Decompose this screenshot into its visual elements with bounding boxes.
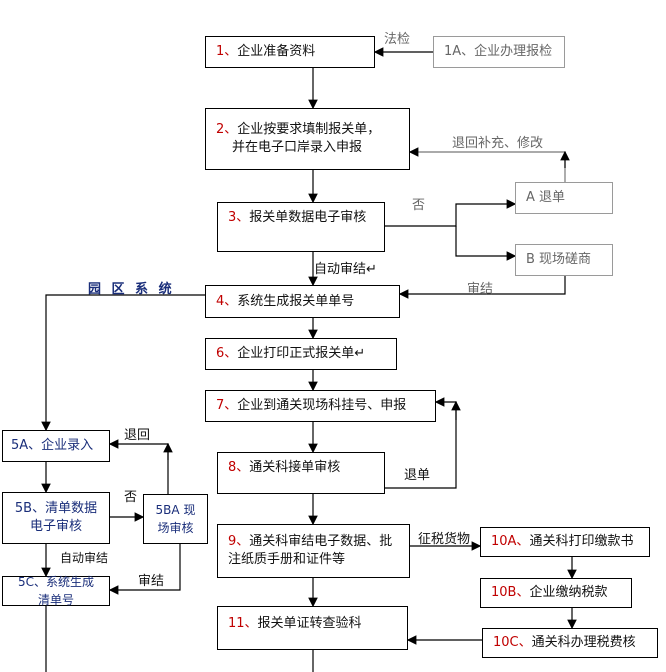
step-1a-num: 1A、 xyxy=(444,44,475,59)
label-zidong-shenjie: 自动审结↵ xyxy=(314,262,377,277)
step-8-box: 8、 通关科接单审核 xyxy=(217,452,385,494)
step-5b-text2: 电子审核 xyxy=(29,519,82,534)
step-8-num: 8、 xyxy=(228,460,250,475)
step-6-box: 6、 企业打印正式报关单↵ xyxy=(205,338,397,370)
step-5b-box: 5B、清单数据 电子审核 xyxy=(2,492,110,544)
step-5c-box: 5C、系统生成 清单号 xyxy=(2,575,110,607)
step-3-num: 3、 xyxy=(228,210,250,225)
step-2-text: 企业按要求填制报关单， xyxy=(237,122,381,137)
step-3-text: 报关单数据电子审核 xyxy=(249,210,367,225)
step-5c-text: 5C、系统生成 xyxy=(17,575,94,589)
label-fou: 否 xyxy=(412,198,426,213)
label-tuihui: 退回 xyxy=(124,428,151,443)
arrow-3-to-b xyxy=(455,226,517,261)
step-10a-text: 通关科打印缴款书 xyxy=(529,534,634,549)
step-3-box: 3、 报关单数据电子审核 xyxy=(217,202,385,252)
label-zidong-shenjie2: 自动审结 xyxy=(60,551,109,565)
arrow-3-to-a xyxy=(385,199,517,227)
arrow-a-to-2 xyxy=(408,147,566,182)
label-tuidan: 退单 xyxy=(404,468,431,483)
step-7-num: 7、 xyxy=(216,398,238,413)
step-10a-box: 10A、 通关科打印缴款书 xyxy=(480,527,650,557)
step-5ba-text2: 场审核 xyxy=(157,521,194,535)
step-b-box: B 现场磋商 xyxy=(515,244,613,276)
step-1-box: 1、 企业准备资料 xyxy=(205,36,375,68)
step-10c-box: 10C、 通关科办理税费核 xyxy=(482,628,658,658)
step-9-num: 9、 xyxy=(228,534,250,549)
step-5a-text: 企业录入 xyxy=(41,438,94,453)
step-10b-text: 企业缴纳税款 xyxy=(529,585,608,600)
step-b-text: B 现场磋商 xyxy=(526,252,592,267)
label-tuihui-buchong: 退回补充、修改 xyxy=(452,136,544,151)
step-4-num: 4、 xyxy=(216,293,238,309)
step-4-text: 系统生成报关单单号 xyxy=(237,293,355,309)
step-7-text: 企业到通关现场科挂号、申报 xyxy=(237,398,407,413)
step-9-box: 9、通关科审结电子数据、批 注纸质手册和证件等 xyxy=(217,524,410,578)
label-shenjie: 审结 xyxy=(467,282,494,297)
step-11-box: 11、 报关单证转查验科 xyxy=(217,606,408,650)
step-10a-num: 10A、 xyxy=(491,534,530,549)
step-2-box: 2、企业按要求填制报关单， 并在电子口岸录入申报 xyxy=(205,108,410,170)
label-fajian: 法检 xyxy=(384,32,411,47)
step-5ba-box: 5BA 现 场审核 xyxy=(143,494,208,544)
step-7-box: 7、 企业到通关现场科挂号、申报 xyxy=(205,390,436,422)
step-10c-text: 通关科办理税费核 xyxy=(531,635,636,650)
step-1a-box: 1A、 企业办理报检 xyxy=(433,36,565,68)
step-9-text: 通关科审结电子数据、批 xyxy=(249,534,393,549)
step-5b-text: 5B、清单数据 xyxy=(14,501,98,516)
step-11-num: 11、 xyxy=(228,616,258,631)
step-2-num: 2、 xyxy=(216,122,238,137)
step-8-text: 通关科接单审核 xyxy=(249,460,341,475)
arrow-8-to-7 xyxy=(385,397,457,489)
step-5c-text2: 清单号 xyxy=(37,593,74,607)
label-yuanqu: 园 区 系 统 xyxy=(88,282,175,297)
step-10b-num: 10B、 xyxy=(491,585,530,600)
label-zhengshui: 征税货物 xyxy=(418,532,471,547)
arrow-5ba-to-5a xyxy=(108,439,169,494)
step-4-box: 4、 系统生成报关单单号 xyxy=(205,285,400,318)
step-a-text: A 退单 xyxy=(526,190,566,205)
step-1-num: 1、 xyxy=(216,44,238,59)
step-5ba-text: 5BA 现 xyxy=(155,503,196,517)
step-10b-box: 10B、 企业缴纳税款 xyxy=(480,578,632,608)
label-fou2: 否 xyxy=(124,490,138,505)
step-2-text2: 并在电子口岸录入申报 xyxy=(232,140,363,155)
step-11-text: 报关单证转查验科 xyxy=(257,616,362,631)
step-5a-num: 5A、 xyxy=(11,438,42,453)
step-6-text: 企业打印正式报关单↵ xyxy=(237,346,366,361)
arrow-5ba-to-5c xyxy=(108,544,181,595)
step-1a-text: 企业办理报检 xyxy=(474,44,553,59)
step-9-text2: 注纸质手册和证件等 xyxy=(228,552,346,567)
label-shenjie2: 审结 xyxy=(138,574,165,589)
step-5a-box: 5A、 企业录入 xyxy=(2,430,110,462)
step-10c-num: 10C、 xyxy=(493,635,532,650)
arrow-b-to-4 xyxy=(398,276,566,299)
step-6-num: 6、 xyxy=(216,346,238,361)
step-a-box: A 退单 xyxy=(515,182,613,214)
arrow-4-to-5a xyxy=(41,294,205,432)
step-1-text: 企业准备资料 xyxy=(237,44,316,59)
